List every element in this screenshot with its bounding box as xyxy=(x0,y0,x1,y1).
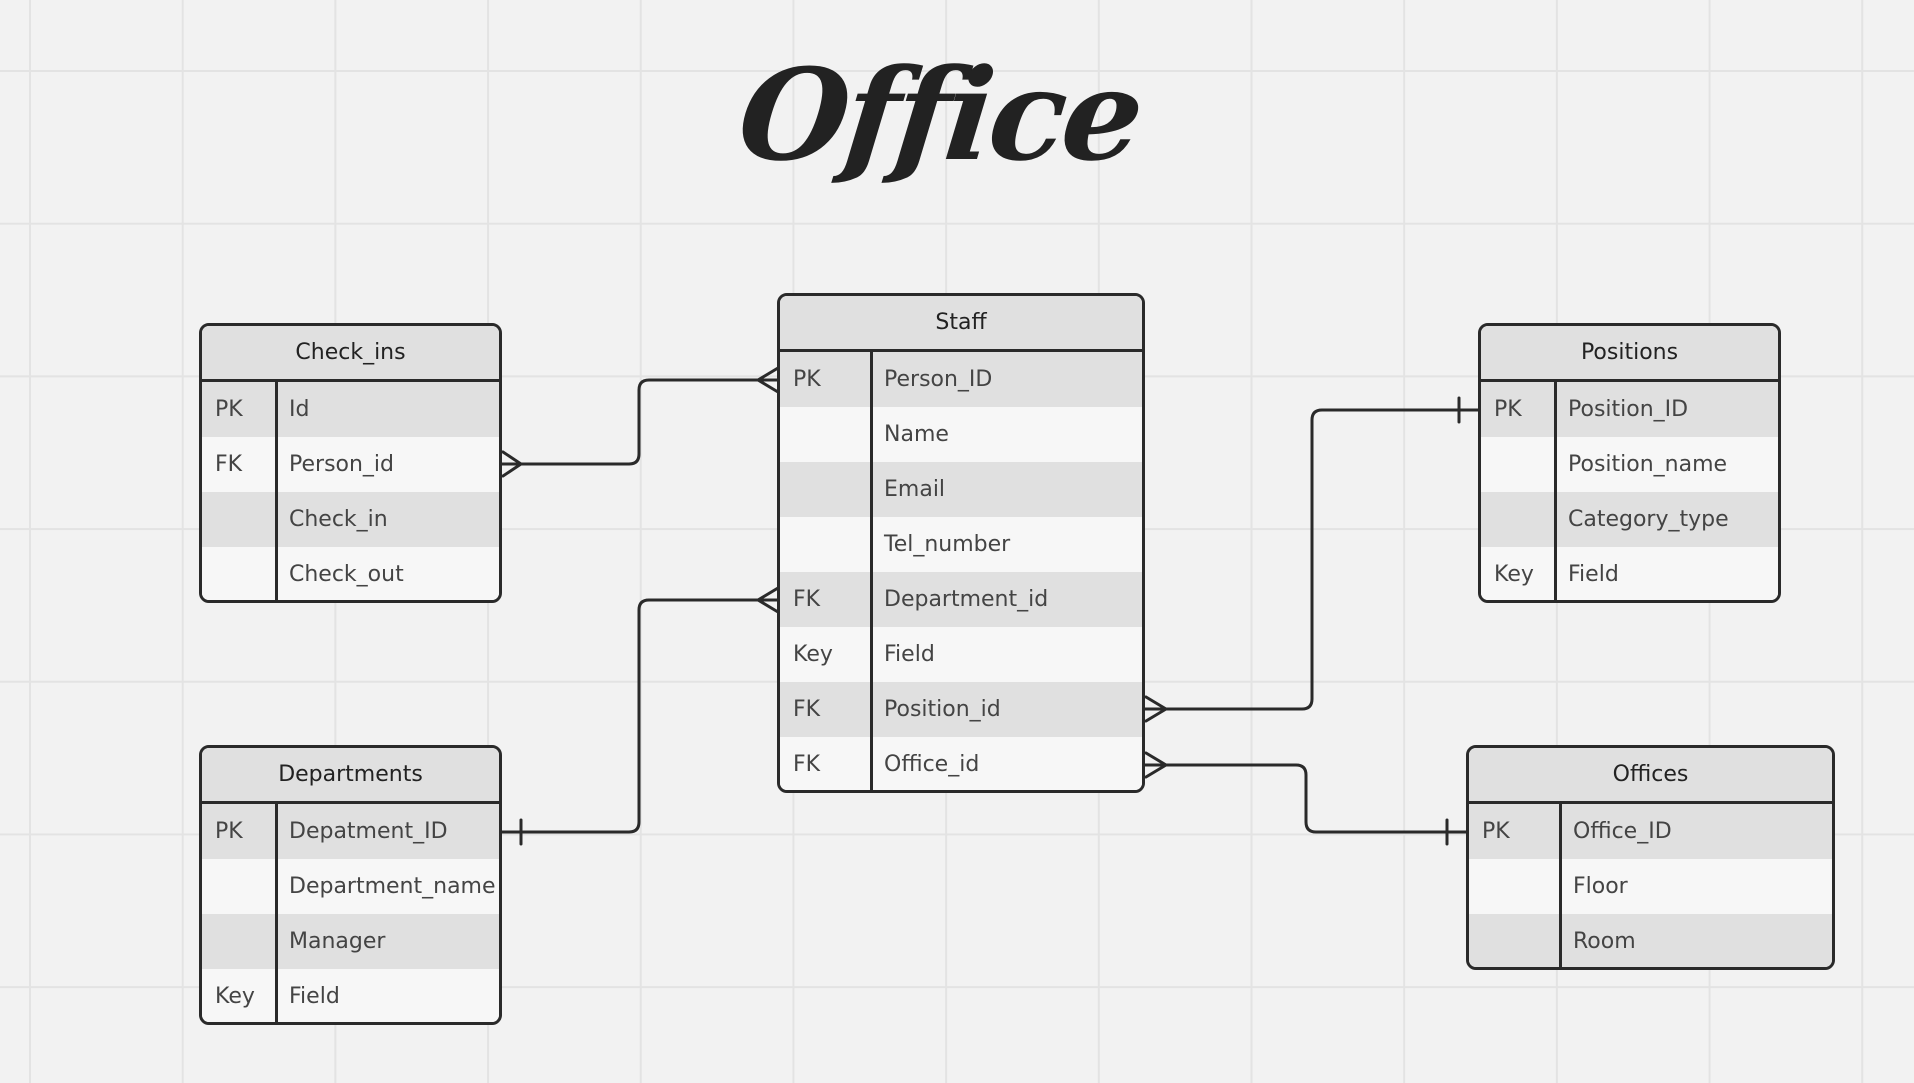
table-row[interactable]: Category_type xyxy=(1481,492,1778,547)
field-cell: Manager xyxy=(289,929,386,954)
field-cell: Field xyxy=(884,642,935,667)
entity-title: Staff xyxy=(780,296,1142,352)
entity-rows: PK Depatment_ID Department_name Manager … xyxy=(202,804,499,1022)
table-row[interactable]: PK Id xyxy=(202,382,499,437)
entity-rows: PK Person_ID Name Email Tel_number FK De… xyxy=(780,352,1142,790)
entity-offices[interactable]: Offices PK Office_ID Floor Room xyxy=(1466,745,1835,970)
key-cell: PK xyxy=(1482,819,1510,844)
key-cell: FK xyxy=(215,452,243,477)
table-row[interactable]: Email xyxy=(780,462,1142,517)
key-cell: FK xyxy=(793,697,821,722)
table-row[interactable]: Check_out xyxy=(202,547,499,600)
key-cell: PK xyxy=(215,397,243,422)
crowfoot-many-staff-office xyxy=(1144,751,1168,779)
key-column-divider xyxy=(1554,382,1557,600)
field-cell: Person_id xyxy=(289,452,395,477)
key-column-divider xyxy=(1559,804,1562,967)
table-row[interactable]: Tel_number xyxy=(780,517,1142,572)
field-cell: Department_id xyxy=(884,587,1049,612)
field-cell: Name xyxy=(884,422,949,447)
table-row[interactable]: Position_name xyxy=(1481,437,1778,492)
field-cell: Depatment_ID xyxy=(289,819,448,844)
field-cell: Category_type xyxy=(1568,507,1729,532)
field-cell: Office_id xyxy=(884,752,980,777)
key-cell: PK xyxy=(793,367,821,392)
key-cell: PK xyxy=(1494,397,1522,422)
table-row[interactable]: FK Position_id xyxy=(780,682,1142,737)
field-cell: Id xyxy=(289,397,310,422)
key-column-divider xyxy=(870,352,873,790)
key-cell: Key xyxy=(215,984,255,1009)
field-cell: Position_ID xyxy=(1568,397,1689,422)
crowfoot-many-staff-position xyxy=(1144,695,1168,723)
entity-rows: PK Position_ID Position_name Category_ty… xyxy=(1481,382,1778,600)
table-row[interactable]: PK Office_ID xyxy=(1469,804,1832,859)
entity-rows: PK Id FK Person_id Check_in Check_out xyxy=(202,382,499,600)
entity-title: Offices xyxy=(1469,748,1832,804)
field-cell: Field xyxy=(289,984,340,1009)
table-row[interactable]: Manager xyxy=(202,914,499,969)
table-row[interactable]: Department_name xyxy=(202,859,499,914)
entity-title: Positions xyxy=(1481,326,1778,382)
entity-title: Check_ins xyxy=(202,326,499,382)
table-row[interactable]: FK Office_id xyxy=(780,737,1142,790)
crowfoot-many-checkins xyxy=(501,450,523,478)
field-cell: Position_name xyxy=(1568,452,1728,477)
key-cell: FK xyxy=(793,587,821,612)
relationship-staff-offices xyxy=(1142,763,1469,834)
field-cell: Department_name xyxy=(289,874,496,899)
key-column-divider xyxy=(275,804,278,1022)
table-row[interactable]: Key Field xyxy=(202,969,499,1022)
field-cell: Check_in xyxy=(289,507,388,532)
field-cell: Email xyxy=(884,477,946,502)
field-cell: Tel_number xyxy=(884,532,1011,557)
crowfoot-many-staff-person xyxy=(756,366,780,394)
table-row[interactable]: FK Person_id xyxy=(202,437,499,492)
field-cell: Office_ID xyxy=(1573,819,1672,844)
table-row[interactable]: Name xyxy=(780,407,1142,462)
key-cell: Key xyxy=(793,642,833,667)
field-cell: Position_id xyxy=(884,697,1001,722)
entity-positions[interactable]: Positions PK Position_ID Position_name C… xyxy=(1478,323,1781,603)
table-row[interactable]: PK Position_ID xyxy=(1481,382,1778,437)
field-cell: Room xyxy=(1573,929,1636,954)
table-row[interactable]: Key Field xyxy=(1481,547,1778,600)
field-cell: Floor xyxy=(1573,874,1628,899)
entity-title: Departments xyxy=(202,748,499,804)
entity-rows: PK Office_ID Floor Room xyxy=(1469,804,1832,967)
field-cell: Check_out xyxy=(289,562,404,587)
field-cell: Person_ID xyxy=(884,367,993,392)
field-cell: Field xyxy=(1568,562,1619,587)
table-row[interactable]: FK Department_id xyxy=(780,572,1142,627)
table-row[interactable]: Check_in xyxy=(202,492,499,547)
key-cell: Key xyxy=(1494,562,1534,587)
table-row[interactable]: Floor xyxy=(1469,859,1832,914)
table-row[interactable]: PK Depatment_ID xyxy=(202,804,499,859)
crowfoot-many-staff-department xyxy=(756,586,780,614)
key-column-divider xyxy=(275,382,278,600)
key-cell: PK xyxy=(215,819,243,844)
table-row[interactable]: Room xyxy=(1469,914,1832,967)
table-row[interactable]: Key Field xyxy=(780,627,1142,682)
table-row[interactable]: PK Person_ID xyxy=(780,352,1142,407)
entity-staff[interactable]: Staff PK Person_ID Name Email Tel_number… xyxy=(777,293,1145,793)
relationship-departments-staff xyxy=(499,598,780,834)
key-cell: FK xyxy=(793,752,821,777)
entity-departments[interactable]: Departments PK Depatment_ID Department_n… xyxy=(199,745,502,1025)
entity-check-ins[interactable]: Check_ins PK Id FK Person_id Check_in Ch… xyxy=(199,323,502,603)
relationship-checkins-staff xyxy=(499,378,780,466)
relationship-staff-positions xyxy=(1142,408,1481,711)
